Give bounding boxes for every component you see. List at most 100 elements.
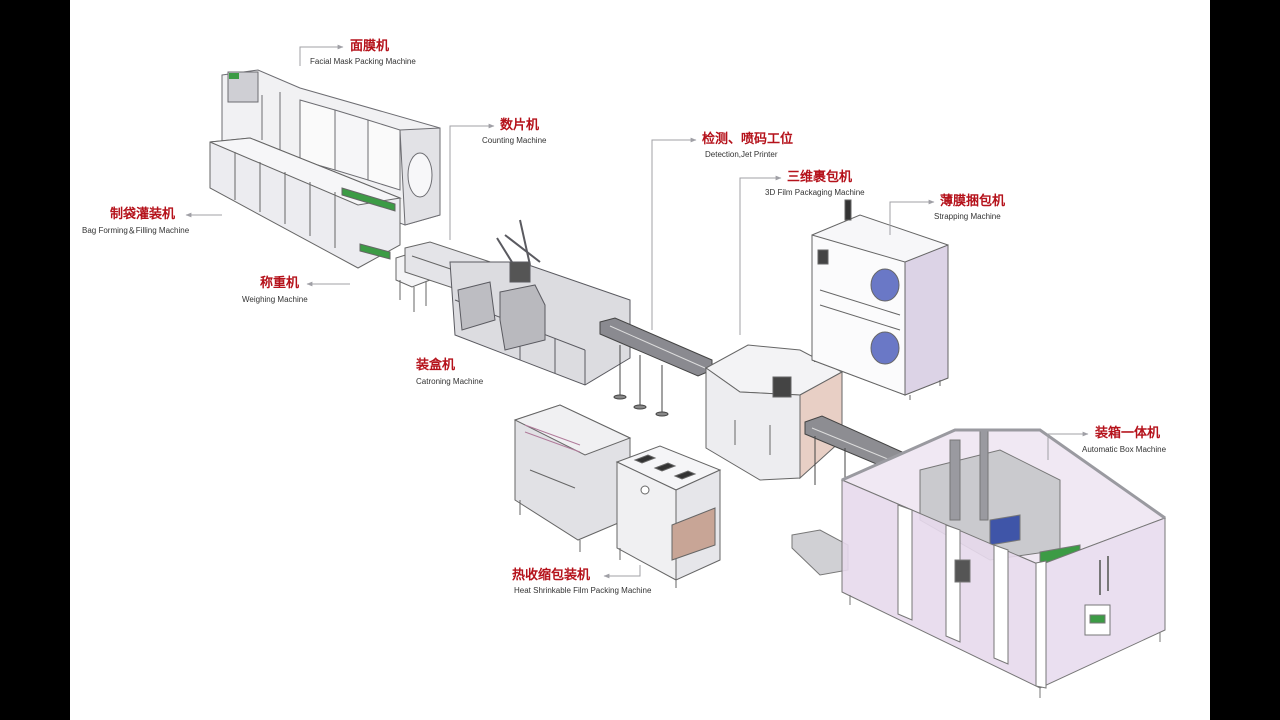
label-en: Automatic Box Machine [1082, 445, 1167, 454]
conveyor-stripe [811, 427, 896, 463]
bag-forming-filling-machine [209, 137, 402, 269]
label-en: Counting Machine [482, 136, 547, 145]
heat-shrink-vent [633, 454, 657, 464]
strapping-screen [817, 249, 829, 265]
label-en: Detection,Jet Printer [705, 150, 778, 159]
heat-shrink-logo [640, 485, 650, 495]
facial-mask-packing-machine [221, 69, 441, 226]
label-strapping: 薄膜捆包机 [940, 195, 1005, 209]
facial-mask-end-window [407, 152, 433, 198]
label-bag-forming-en: Bag Forming＆Filling Machine [82, 226, 189, 236]
label-counting-en: Counting Machine [482, 136, 546, 146]
label-detection: 检测、喷码工位 [702, 133, 793, 147]
label-en: 3D Film Packaging Machine [765, 188, 865, 197]
label-zh: 薄膜捆包机 [940, 194, 1006, 209]
label-zh: 检测、喷码工位 [702, 132, 794, 147]
label-zh: 称重机 [260, 276, 300, 291]
leader-lines [185, 44, 1089, 579]
conveyor-detection [599, 317, 713, 417]
bag-forming-green-chute [359, 243, 391, 260]
box-pillar [1035, 560, 1047, 689]
label-zh: 面膜机 [350, 39, 390, 54]
facial-mask-arch-1 [299, 99, 336, 171]
strapping-rail [819, 289, 901, 316]
strapping-side [904, 244, 949, 396]
label-en: Strapping Machine [934, 212, 1001, 221]
label-heat-shrink: 热收缩包装机 [512, 569, 590, 583]
box-top-frame [841, 428, 1166, 520]
box-pillar [945, 524, 961, 643]
strapping-machine [811, 199, 949, 400]
label-film-3d-en: 3D Film Packaging Machine [765, 188, 865, 198]
leader-heat-shrink [603, 565, 641, 579]
cartoning-block [499, 284, 546, 351]
conveyor-stripe [609, 325, 706, 369]
box-gantry-left [949, 439, 961, 521]
heat-shrink-detail [524, 424, 581, 446]
label-zh: 制袋灌装机 [110, 207, 176, 222]
leader-counting [449, 123, 495, 240]
facial-mask-arch-3 [367, 119, 401, 191]
conveyor-foot [633, 404, 647, 410]
strapping-film-roll-lower [870, 331, 900, 365]
label-counting: 数片机 [500, 119, 539, 133]
leader-detection [651, 137, 697, 330]
leader-strapping [889, 199, 935, 235]
facial-mask-green-part [229, 73, 239, 79]
cartoning-rod [519, 219, 531, 266]
label-heat-shrink-en: Heat Shrinkable Film Packing Machine [514, 586, 651, 596]
leader-film-3d [739, 175, 782, 335]
label-strapping-en: Strapping Machine [934, 212, 1001, 222]
label-en: Weighing Machine [242, 295, 308, 304]
automatic-box-machine [791, 428, 1167, 698]
label-film-3d: 三维裹包机 [787, 171, 852, 185]
label-en: Bag Forming＆Filling Machine [82, 226, 190, 235]
label-zh: 装箱一体机 [1095, 426, 1161, 441]
box-pillar [897, 504, 913, 621]
cartoning-hopper [457, 281, 496, 331]
label-zh: 装盒机 [416, 358, 456, 373]
box-blue-block [989, 514, 1021, 546]
label-en: Heat Shrinkable Film Packing Machine [514, 586, 652, 595]
heat-shrink-detail [524, 431, 581, 453]
box-output-green [1089, 614, 1106, 624]
label-box-en: Automatic Box Machine [1082, 445, 1166, 455]
box-screen [954, 559, 971, 583]
heat-shrink-vent [673, 470, 697, 480]
label-en: Catroning Machine [416, 377, 484, 386]
heat-shrink-machine [513, 404, 722, 588]
box-gantry-right [979, 429, 989, 521]
cartoning-control-box [509, 261, 531, 283]
label-detection-en: Detection,Jet Printer [705, 150, 777, 160]
film-3d-packaging-machine [705, 340, 844, 481]
cartoning-machine [449, 219, 631, 386]
label-zh: 三维裹包机 [787, 170, 853, 185]
box-input-conveyor [791, 529, 849, 576]
label-zh: 热收缩包装机 [512, 568, 591, 583]
label-facial-mask: 面膜机 [350, 40, 389, 54]
heat-shrink-sealer-top [513, 404, 632, 456]
strapping-rail [819, 304, 901, 331]
bag-forming-top [209, 137, 402, 206]
bag-forming-green-conveyor [341, 187, 396, 212]
leader-box [1047, 431, 1089, 460]
facial-mask-arch-2 [334, 109, 369, 181]
box-pillar [993, 544, 1009, 665]
label-box: 装箱一体机 [1095, 427, 1160, 441]
conveyor-foot [655, 411, 669, 417]
label-weighing-en: Weighing Machine [242, 295, 308, 305]
strapping-tower-light [844, 199, 852, 221]
label-weighing: 称重机 [260, 277, 299, 291]
leader-facial-mask [299, 44, 344, 66]
heat-shrink-vent [653, 462, 677, 472]
strapping-film-roll-upper [870, 268, 900, 302]
cartoning-rod [504, 234, 541, 263]
label-cartoning-en: Catroning Machine [416, 377, 483, 387]
label-bag-forming: 制袋灌装机 [110, 208, 175, 222]
label-facial-mask-en: Facial Mask Packing Machine [310, 57, 416, 67]
film-3d-screen [772, 376, 792, 398]
heat-shrink-detail [529, 469, 576, 489]
label-en: Facial Mask Packing Machine [310, 57, 416, 66]
heat-shrink-tunnel-opening [671, 507, 716, 561]
